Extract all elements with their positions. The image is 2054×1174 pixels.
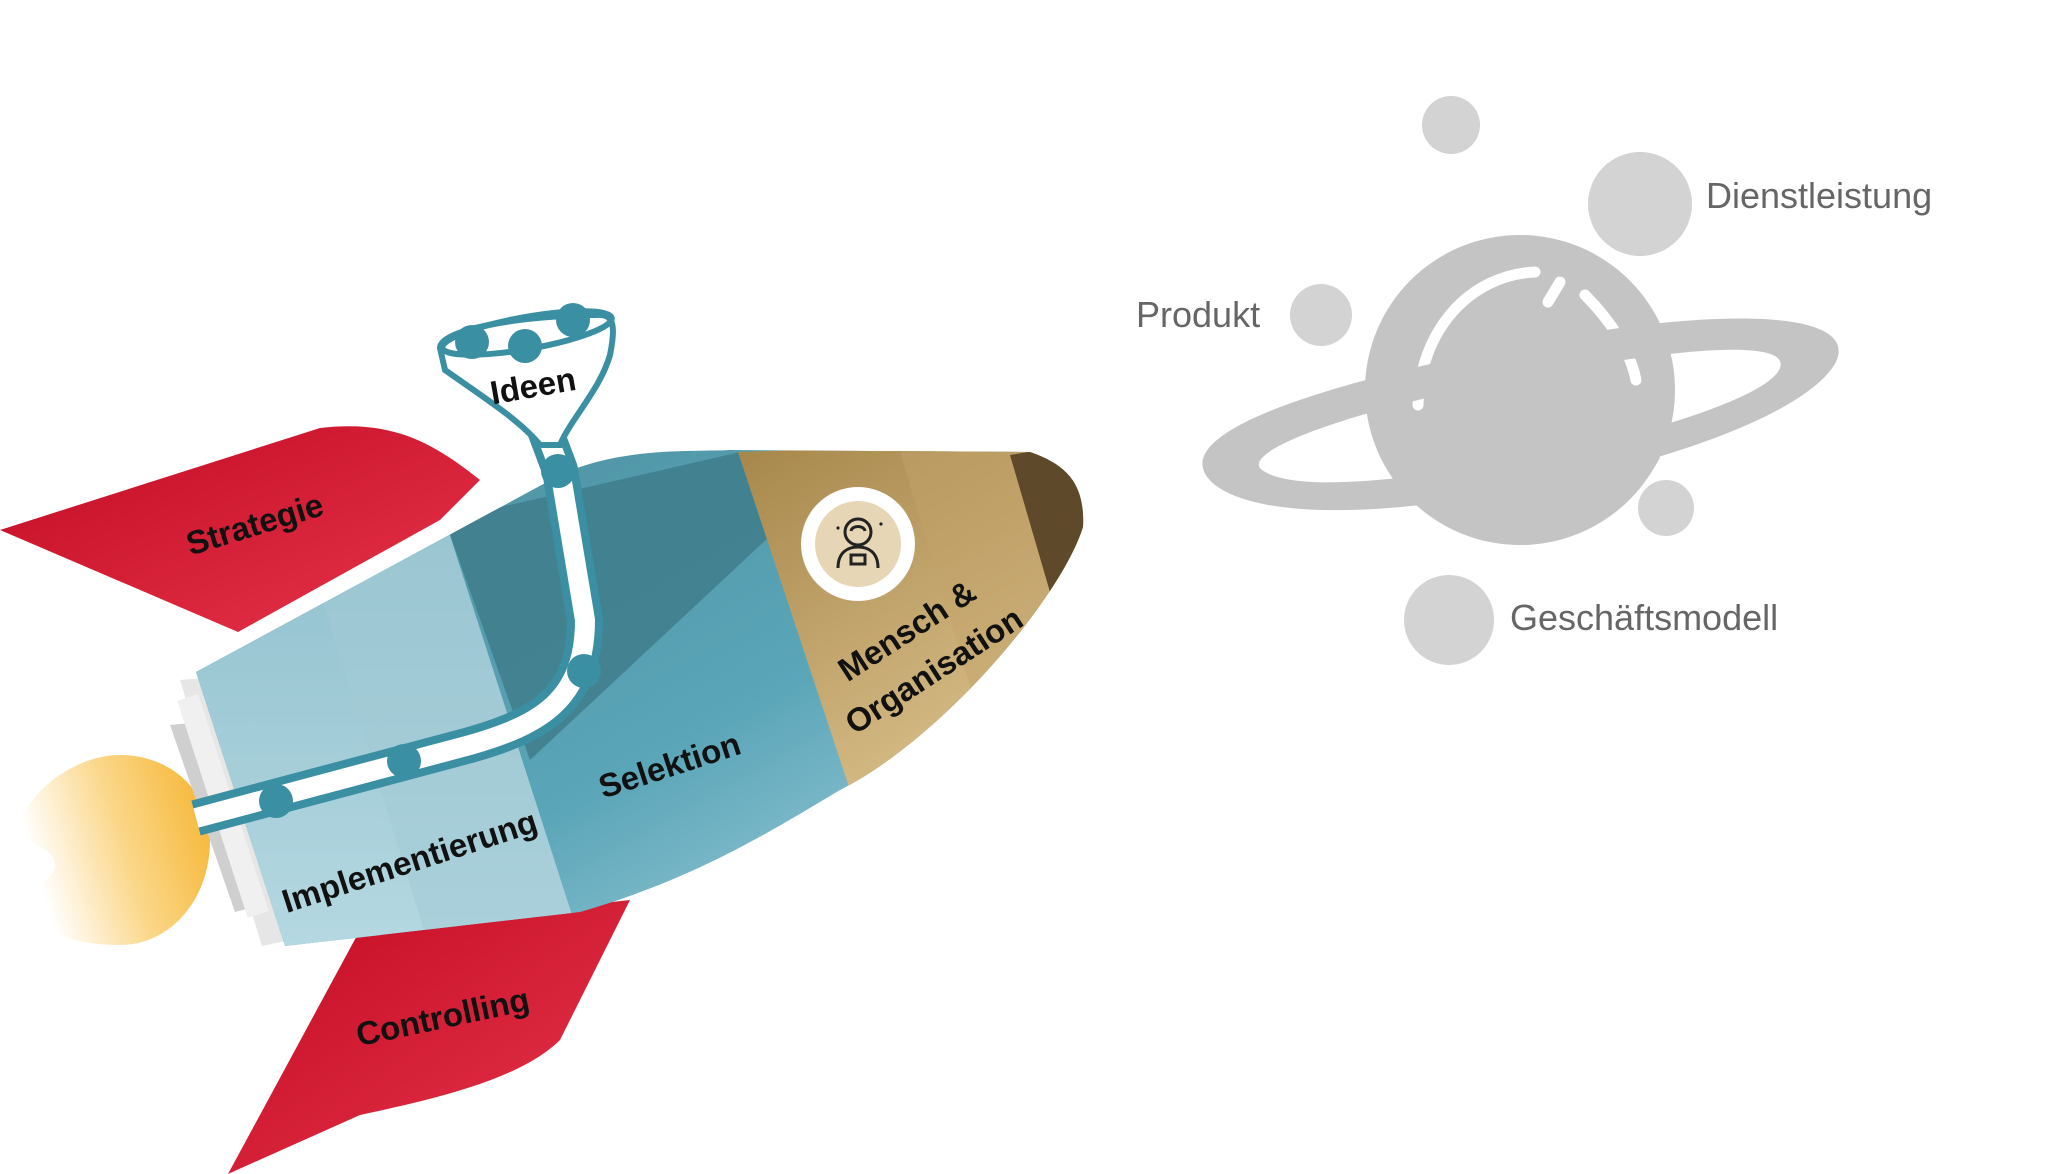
rocket-flame — [18, 755, 210, 945]
idea-dot — [541, 454, 575, 488]
fin-controlling: Controlling — [228, 900, 630, 1174]
idea-dot — [567, 654, 601, 688]
idea-dot — [508, 329, 542, 363]
idea-dot — [259, 784, 293, 818]
idea-dot — [455, 325, 489, 359]
rocket: Strategie Controlling — [0, 303, 1084, 1174]
moon-business-model — [1404, 575, 1494, 665]
label-product: Produkt — [1136, 294, 1260, 335]
fin-strategy: Strategie — [0, 426, 480, 632]
label-business-model: Geschäftsmodell — [1510, 597, 1778, 638]
moon-small-right — [1638, 480, 1694, 536]
label-service: Dienstleistung — [1706, 175, 1932, 216]
moon-top — [1422, 96, 1480, 154]
moon-service — [1588, 152, 1692, 256]
ideas-pipeline: Ideen — [191, 303, 616, 836]
astronaut-badge — [801, 487, 915, 601]
idea-dot — [387, 744, 421, 778]
moon-product — [1290, 284, 1352, 346]
idea-dot — [556, 303, 590, 337]
planet-ring — [1202, 318, 1839, 545]
astronaut-icon — [836, 517, 883, 569]
planet-graphic: Dienstleistung Produkt Geschäftsmodell — [1136, 96, 1932, 665]
